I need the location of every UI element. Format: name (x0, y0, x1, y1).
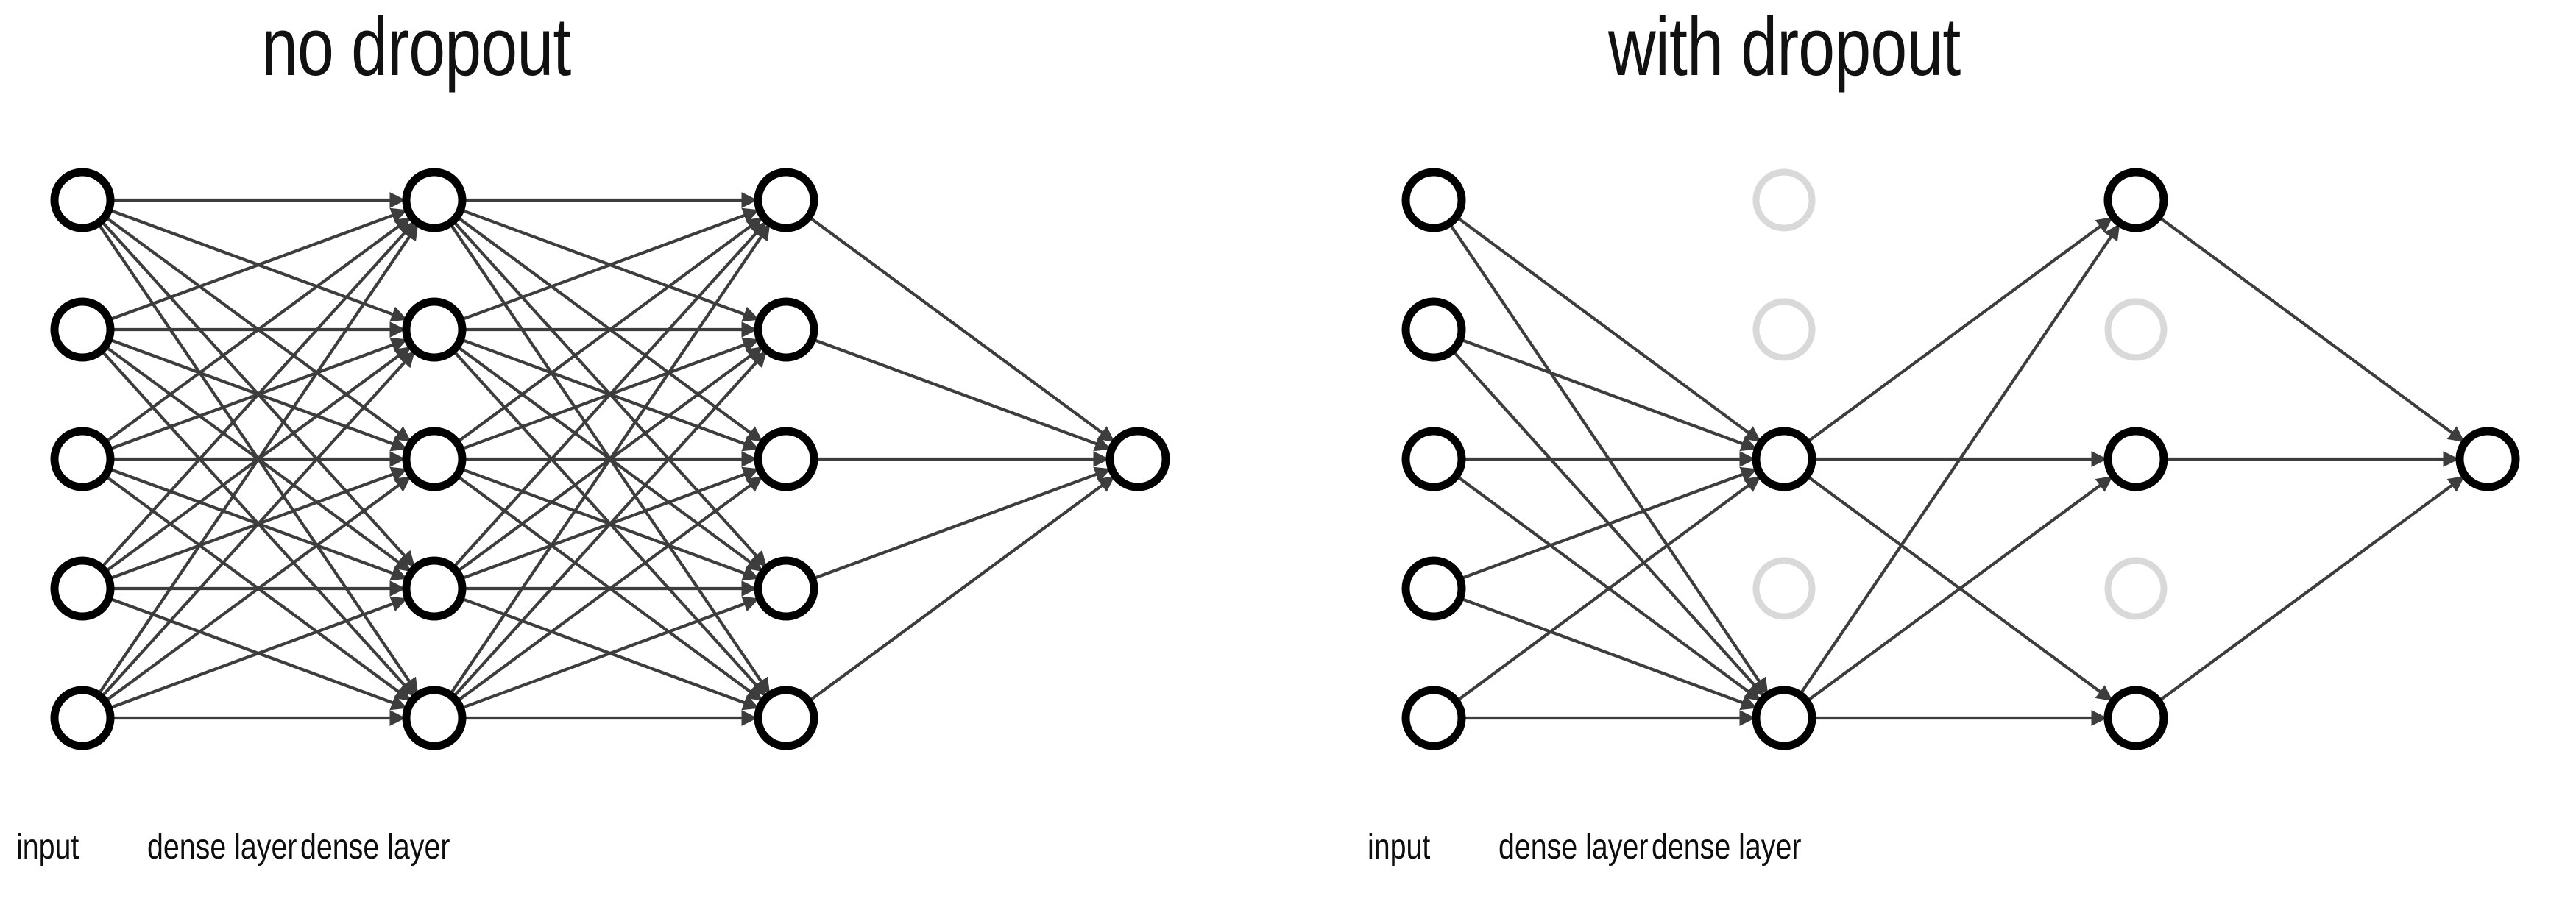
neuron-dense-1-3[interactable] (402, 556, 467, 621)
neuron-input-3[interactable] (1401, 556, 1466, 621)
neuron-dense-2-1[interactable] (754, 297, 818, 362)
connection-edge (452, 350, 768, 698)
connection-edge (1456, 475, 1761, 703)
neuron-dense-1-0[interactable] (402, 168, 467, 232)
connection-edge (100, 221, 416, 569)
edge-layer (97, 192, 2465, 726)
connection-edge (812, 338, 1111, 452)
connection-edge (452, 221, 768, 569)
neuron-dense-1-1[interactable] (402, 297, 467, 362)
neuron-dense-2-1-dropped[interactable] (2104, 298, 2168, 361)
neuron-dense-2-2[interactable] (2103, 427, 2168, 491)
connection-edge (1806, 475, 2113, 703)
neuron-dense-2-2[interactable] (754, 427, 818, 491)
connection-edge (1806, 216, 2113, 444)
neuron-dense-2-0[interactable] (754, 168, 818, 232)
neuron-dense-1-1-dropped[interactable] (1752, 298, 1816, 361)
neuron-dense-2-4[interactable] (754, 686, 818, 750)
neuron-dense-2-3[interactable] (754, 556, 818, 621)
neuron-dense-2-4[interactable] (2103, 686, 2168, 750)
neuron-dense-2-0[interactable] (2103, 168, 2168, 232)
connection-edge (108, 207, 408, 321)
panel-title-no-dropout: no dropout (261, 1, 571, 93)
neuron-output-0[interactable] (2455, 427, 2520, 491)
layer-label-with-dropout-0: input (1367, 828, 1431, 867)
layer-label-no-dropout-1: dense layer (147, 828, 297, 867)
connection-edge (97, 224, 419, 695)
neuron-dense-1-2[interactable] (402, 427, 467, 491)
connection-edge (105, 216, 411, 444)
connection-edge (100, 350, 416, 698)
connection-edge (108, 596, 408, 710)
connection-edge (460, 596, 760, 710)
neuron-dense-2-3-dropped[interactable] (2104, 557, 2168, 620)
layer-label-with-dropout-2: dense layer (1652, 828, 1802, 867)
connection-edge (812, 466, 1111, 580)
neuron-input-1[interactable] (1401, 297, 1466, 362)
connection-edge (1799, 224, 2120, 695)
connection-edge (808, 475, 1115, 703)
connection-edge (2158, 475, 2465, 703)
neuron-input-4[interactable] (50, 686, 115, 750)
connection-edge (460, 207, 760, 321)
neuron-input-2[interactable] (1401, 427, 1466, 491)
layer-label-no-dropout-0: input (16, 828, 79, 867)
neuron-dense-1-4[interactable] (1752, 686, 1816, 750)
connection-edge (105, 475, 411, 703)
neuron-input-3[interactable] (50, 556, 115, 621)
neuron-dense-1-4[interactable] (402, 686, 467, 750)
neuron-dense-1-3-dropped[interactable] (1752, 557, 1816, 620)
neuron-input-4[interactable] (1401, 686, 1466, 750)
connection-edge (449, 224, 771, 695)
neuron-input-2[interactable] (50, 427, 115, 491)
connection-edge (1459, 466, 1758, 580)
neuron-dense-1-2[interactable] (1752, 427, 1816, 491)
node-layer (50, 168, 2520, 750)
layer-label-with-dropout-1: dense layer (1498, 828, 1649, 867)
neuron-input-0[interactable] (1401, 168, 1466, 232)
connection-edge (2158, 216, 2465, 443)
connection-edge (808, 216, 1115, 443)
connection-edge (1459, 338, 1758, 452)
neuron-input-0[interactable] (50, 168, 115, 232)
connection-edge (1459, 597, 1758, 711)
connection-edge (1456, 216, 1761, 443)
neuron-input-1[interactable] (50, 297, 115, 362)
panel-title-with-dropout: with dropout (1608, 1, 1961, 93)
neuron-dense-1-0-dropped[interactable] (1752, 168, 1816, 232)
connection-edge (456, 216, 763, 444)
neuron-output-0[interactable] (1105, 427, 1170, 491)
connection-edge (456, 475, 763, 703)
layer-label-no-dropout-2: dense layer (300, 828, 450, 867)
